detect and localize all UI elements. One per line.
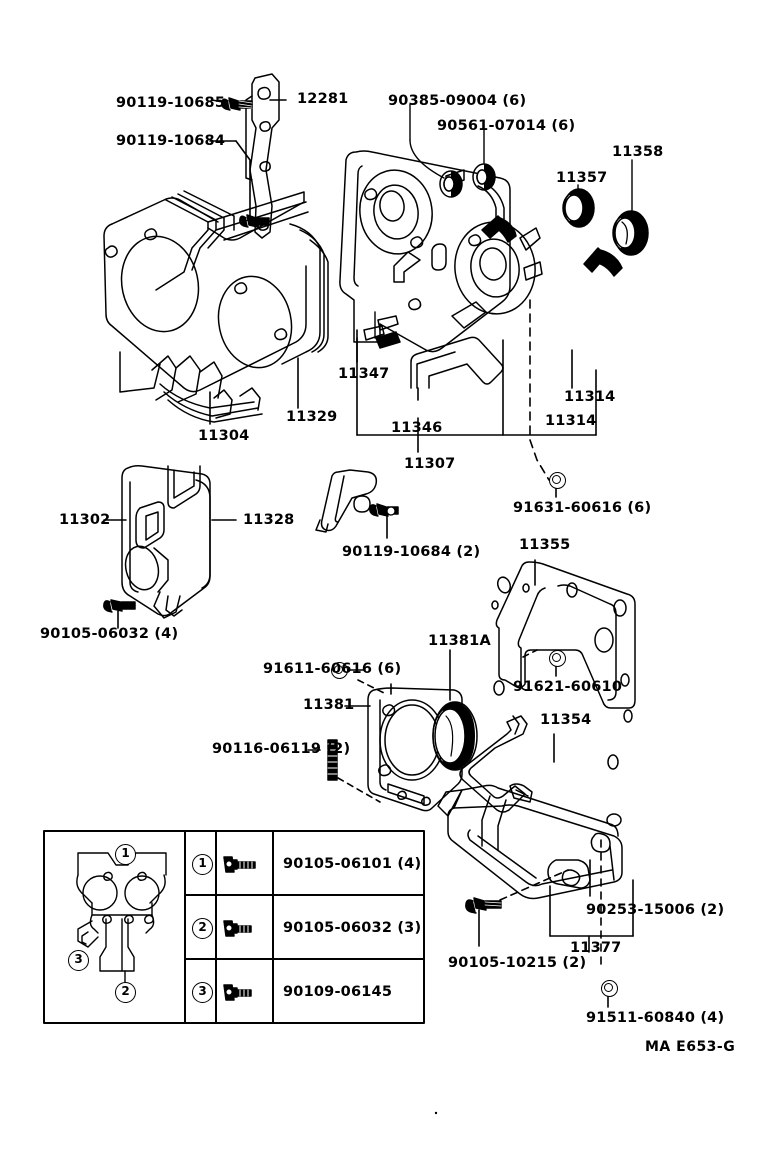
callout-11355: 11355 [519,537,571,553]
callout-11377: 11377 [570,940,622,956]
part-art-stud-90116-06119 [327,739,338,781]
legend-bolt-glyph-1 [223,856,256,873]
part-art-bolt-90105-06032 [103,599,136,613]
diagram-code: MA E653-G [645,1039,736,1055]
legend-row-num-1: 1 [192,854,213,875]
legend-row-num-2: 2 [192,918,213,939]
legend-row-part-3: 90109-06145 [283,984,393,1000]
bolt-marker-91621 [549,650,566,667]
callout-11357: 11357 [556,170,608,186]
bolt-marker-91511 [601,980,618,997]
part-art-12281 [245,73,280,239]
legend-marker-3: 3 [68,950,89,971]
legend-row-part-2: 90105-06032 (3) [283,920,422,936]
legend-thumbnail [76,852,167,983]
callout-90561-07014: 90561-07014 (6) [437,118,576,134]
callout-90253-15006: 90253-15006 (2) [586,902,725,918]
callout-11328: 11328 [243,512,295,528]
callout-11381A: 11381A [428,633,491,649]
callout-11302: 11302 [59,512,111,528]
callout-11358: 11358 [612,144,664,160]
callout-91611-60616: 91611-60616 (6) [263,661,402,677]
callout-90105-10215: 90105-10215 (2) [448,955,587,971]
callout-90116-06119: 90116-06119 (2) [212,741,351,757]
part-art-11358-seal [612,210,649,256]
callout-11354: 11354 [540,712,592,728]
callout-90105-06032-4: 90105-06032 (4) [40,626,179,642]
callout-11314-lower: 11314 [545,413,597,429]
part-art-11314-clamp-lower [481,215,517,243]
bolt-marker-91611 [331,662,348,679]
part-art-bolt-90105-10215 [465,897,502,914]
legend-row-num-3: 3 [192,982,213,1003]
callout-90385-09004: 90385-09004 (6) [388,93,527,109]
part-art-11302-11328-cover [121,465,211,619]
part-art-90385-09004 [439,170,463,198]
callout-11307: 11307 [404,456,456,472]
legend-bolt-glyph-2 [223,920,252,937]
callout-11346: 11346 [391,420,443,436]
legend-row-part-1: 90105-06101 (4) [283,856,422,872]
part-art-90561-07014 [472,163,496,191]
part-art-11354-brace [459,715,528,813]
part-art-11346-bracket [410,336,504,389]
callout-91511-60840: 91511-60840 (4) [586,1010,725,1026]
callout-11381: 11381 [303,697,355,713]
callout-11329: 11329 [286,409,338,425]
callout-91631-60616: 91631-60616 (6) [513,500,652,516]
callout-90119-10684: 90119-10684 [116,133,226,149]
callout-11304: 11304 [198,428,250,444]
legend-box [43,830,425,1024]
part-art-11347-pad [375,331,401,349]
callout-11314-upper: 11314 [564,389,616,405]
callout-11347: 11347 [338,366,390,382]
part-art-11377-oil-pan [437,783,623,900]
callout-91621-60610: 91621-60610 [513,679,623,695]
callout-90119-10684-2: 90119-10684 (2) [342,544,481,560]
part-art-11381-retainer [367,687,478,812]
callout-12281: 12281 [297,91,349,107]
part-art-11304-11329-cover [103,190,329,423]
bolt-marker-91631 [549,472,566,489]
legend-marker-1: 1 [115,844,136,865]
part-art-11357-seal [562,188,595,228]
part-art-tensioner-arm [315,469,378,533]
part-art-11314-clamp-upper [583,247,623,277]
part-art-bolt-90119-10684-2 [369,503,399,517]
legend-bolt-glyph-3 [223,984,252,1001]
legend-marker-2: 2 [115,982,136,1003]
callout-90119-10685: 90119-10685 [116,95,226,111]
